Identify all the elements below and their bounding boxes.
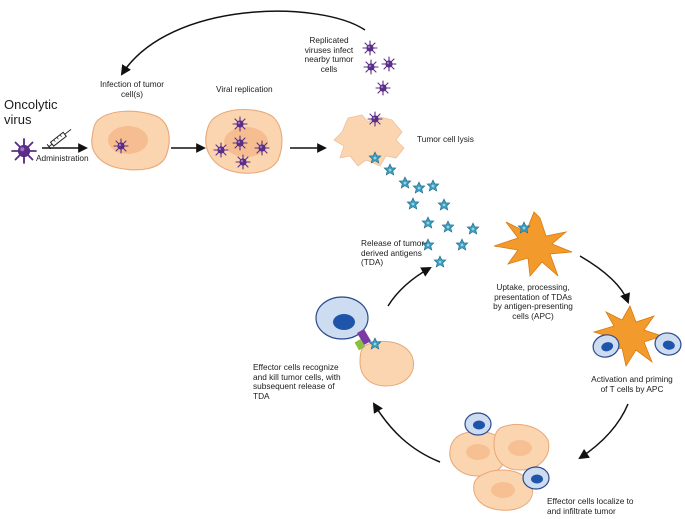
- infection-label: Infection of tumor cell(s): [99, 79, 165, 99]
- activation-label: Activation and priming of T cells by APC: [591, 374, 673, 394]
- effector-cell-killing: [315, 296, 414, 387]
- arrow-activation-to-infiltration: [578, 403, 629, 460]
- arrow-apc-to-activation: [579, 255, 630, 304]
- lysed-tumor-cell: [333, 111, 405, 167]
- syringe-icon: [46, 129, 72, 150]
- replicated-viruses-label: Replicated viruses infect nearby tumor c…: [304, 35, 354, 74]
- oncolytic-virus-label: Oncolytic virus: [4, 97, 58, 127]
- apc-t-cell-activation: [589, 305, 684, 368]
- administration-label: Administration: [36, 153, 89, 163]
- reinfection-arrow: [120, 10, 366, 76]
- released-viruses: [362, 40, 397, 96]
- infiltrated-tumor: [449, 412, 550, 511]
- virus-icon: [11, 138, 37, 164]
- effector-localize-label: Effector cells localize to and infiltrat…: [547, 496, 634, 516]
- uptake-label: Uptake, processing, presentation of TDAs…: [493, 282, 573, 321]
- dendritic-cell-icon: [493, 211, 573, 277]
- tumor-cell-lysis-label: Tumor cell lysis: [417, 134, 474, 144]
- arrow-infiltration-to-killing: [372, 402, 441, 463]
- release-tda-label: Release of tumor- derived antigens (TDA): [361, 238, 427, 268]
- infected-tumor-cell: [91, 110, 170, 171]
- arrow-killing-to-release: [387, 266, 432, 307]
- viral-replication-label: Viral replication: [216, 84, 273, 94]
- replicating-tumor-cell: [205, 109, 283, 174]
- effector-recognize-label: Effector cells recognize and kill tumor …: [253, 362, 341, 401]
